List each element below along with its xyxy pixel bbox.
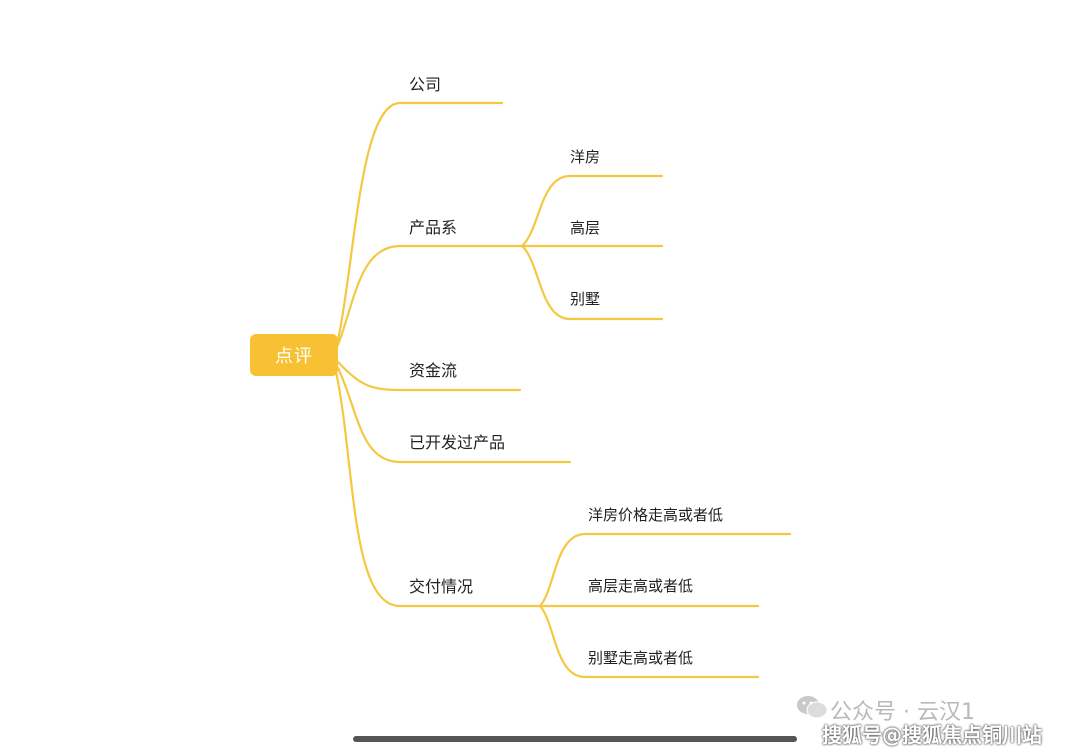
watermark-wechat-account: 公众号 · 云汉1 [830,700,975,725]
leaf-yangfang[interactable]: 洋房 [570,148,601,166]
connector-delivery [334,370,542,608]
branch-developed-products[interactable]: 已开发过产品 [409,433,506,452]
root-label: 点评 [275,346,313,367]
root-node[interactable]: 点评 [250,334,338,376]
branch-company[interactable]: 公司 [409,75,442,94]
leaf-bieshu-price[interactable]: 别墅走高或者低 [588,649,694,667]
branch-delivery[interactable]: 交付情况 [409,577,474,596]
connector-developed-products [336,366,572,464]
branch-cash-flow[interactable]: 资金流 [409,361,458,380]
connector-product-series [336,244,524,347]
connector-bieshu [520,244,664,321]
watermark-sohu-account: 搜狐号@搜狐焦点铜川站 [822,723,1042,747]
wechat-icon [797,696,828,719]
connector-bieshu-price [538,604,760,679]
leaf-bieshu[interactable]: 别墅 [570,290,601,308]
leaf-yangfang-price[interactable]: 洋房价格走高或者低 [588,506,724,524]
branch-product-series[interactable]: 产品系 [409,218,458,237]
leaf-gaoceng[interactable]: 高层 [570,219,601,237]
connector-cash-flow [336,360,522,392]
connector-company [336,101,504,342]
leaf-gaoceng-price[interactable]: 高层走高或者低 [588,577,694,595]
connector-yangfang-price [538,532,792,608]
home-indicator-bar[interactable] [353,736,797,742]
connector-yangfang [520,174,664,248]
